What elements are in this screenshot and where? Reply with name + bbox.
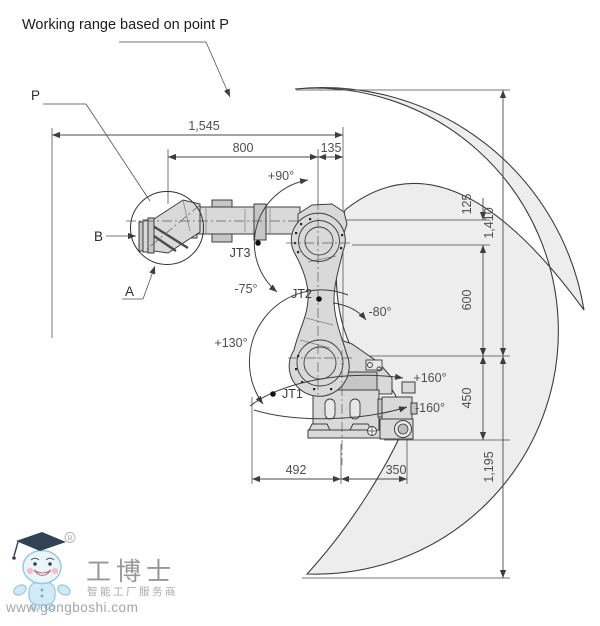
joint-motion-arcs: [248, 178, 408, 420]
base-slot: [324, 398, 336, 420]
forearm-tube: [195, 206, 301, 235]
wrist-block: [153, 199, 201, 254]
forearm-tab-bottom: [211, 233, 233, 243]
p-leader: [43, 103, 151, 202]
angle-jt1-minus: -160°: [415, 401, 445, 415]
mascot-arm-right: [57, 584, 71, 596]
mascot-foot: [44, 603, 56, 611]
title-leader: [119, 41, 231, 98]
forearm-tab-top: [211, 199, 233, 208]
label-p: P: [31, 88, 40, 103]
jt2-minus-arc: [332, 302, 367, 321]
housing-detail: [365, 359, 383, 371]
dim-125: 125: [460, 194, 474, 215]
mascot-cap: [16, 532, 66, 551]
jt1-minus-arc: [253, 406, 408, 420]
angle-jt3-plus: +90°: [268, 169, 294, 183]
dim-135: 135: [321, 141, 342, 155]
jt1-plus-arc: [249, 373, 404, 407]
watermark-brand: 工博士: [86, 557, 176, 586]
a-leader: [142, 265, 156, 300]
watermark-url: www.gongboshi.com: [5, 600, 138, 615]
dim-1545: 1,545: [188, 119, 219, 133]
mascot-arm-left: [13, 584, 27, 596]
flange-plate: [147, 217, 155, 254]
base-foot: [308, 423, 331, 431]
base-lug: [401, 381, 416, 394]
mascot-cheek: [26, 567, 34, 575]
dim-350: 350: [386, 463, 407, 477]
registered-mark: R: [67, 536, 72, 543]
base-slot: [349, 398, 361, 420]
dim-492: 492: [286, 463, 307, 477]
dim-450: 450: [460, 388, 474, 409]
jt1-dot: [270, 391, 276, 397]
flange-plate: [138, 221, 144, 252]
angle-jt3-minus: -75°: [234, 282, 257, 296]
label-jt1: JT1: [282, 387, 303, 401]
label-b: B: [94, 229, 103, 244]
mascot: [12, 532, 71, 611]
label-jt2: JT2: [291, 287, 312, 301]
registered-icon: [64, 532, 76, 543]
gongboshi-watermark: R 工博士 智能工厂服务商 www.gongboshi.com: [5, 532, 178, 615]
motor-upper: [381, 396, 413, 420]
mascot-head: [22, 549, 62, 585]
jt2-plus-arc: [248, 289, 349, 405]
angle-jt1-plus: +160°: [413, 371, 446, 385]
dim-600: 600: [460, 290, 474, 311]
diagram-title: Working range based on point P: [22, 17, 229, 33]
mascot-cheek: [51, 567, 59, 575]
angle-jt2-plus: +130°: [214, 336, 247, 350]
shoulder-ring: [296, 339, 344, 387]
motor-knob: [410, 402, 418, 415]
wrist-detail-circle: [130, 191, 204, 265]
label-jt3: JT3: [230, 246, 251, 260]
dim-1410: 1,410: [482, 207, 496, 238]
mascot-smile: [33, 569, 52, 577]
angle-jt2-minus: -80°: [368, 305, 391, 319]
dim-1195: 1,195: [482, 451, 496, 482]
flange-plate: [142, 219, 149, 253]
jt3-motion-arc: [253, 178, 309, 293]
watermark-tagline: 智能工厂服务商: [87, 585, 178, 598]
forearm-bracket: [253, 203, 267, 241]
jt2-dot: [316, 296, 322, 302]
dimension-lines: [52, 90, 507, 578]
dim-800: 800: [233, 141, 254, 155]
label-a: A: [125, 284, 134, 299]
jt3-dot: [255, 240, 261, 246]
mascot-foot: [29, 603, 41, 611]
